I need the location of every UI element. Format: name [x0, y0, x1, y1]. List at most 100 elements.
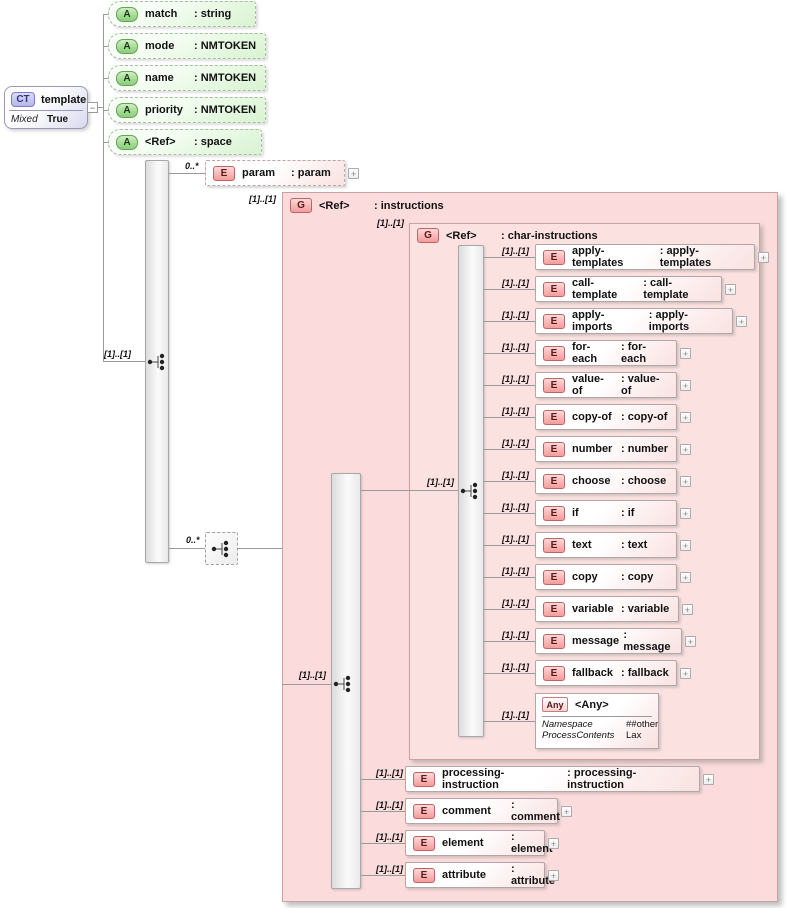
occurrence-label: [1]..[1]	[502, 310, 529, 320]
expand-button[interactable]: +	[548, 838, 559, 849]
mixed-value: True	[47, 114, 69, 125]
expand-button[interactable]: +	[682, 604, 693, 615]
optional-group-compositor[interactable]	[205, 532, 238, 565]
element-name: processing-instruction	[442, 767, 505, 791]
element-box-param[interactable]: E param : param	[205, 160, 345, 186]
element-box-copy-of[interactable]: E copy-of : copy-of	[535, 404, 677, 430]
element-type: : call-template	[643, 277, 689, 301]
group-badge: G	[290, 198, 312, 213]
divider	[542, 716, 652, 717]
element-box-message[interactable]: E message : message	[535, 628, 682, 654]
expand-button[interactable]: +	[548, 870, 559, 881]
element-name: copy	[572, 571, 598, 583]
connector-line	[484, 545, 535, 546]
element-box-apply-templates[interactable]: E apply-templates : apply-templates	[535, 244, 755, 270]
occurrence-label: [1]..[1]	[502, 502, 529, 512]
element-name: variable	[572, 603, 614, 615]
connector-line	[103, 361, 147, 362]
expand-button[interactable]: +	[725, 284, 736, 295]
element-name: value-of	[572, 373, 604, 397]
expand-button[interactable]: +	[680, 540, 691, 551]
element-box-element[interactable]: E element : element	[405, 830, 553, 856]
element-box-variable[interactable]: E variable : variable	[535, 596, 679, 622]
expand-button[interactable]: +	[685, 636, 696, 647]
attribute-box-name[interactable]: A name : NMTOKEN	[108, 65, 266, 91]
connector-line	[484, 289, 535, 290]
choice-compositor-icon[interactable]	[460, 482, 482, 500]
expand-button[interactable]: +	[703, 774, 714, 785]
element-type: : message	[623, 629, 671, 653]
element-box-if[interactable]: E if : if	[535, 500, 677, 526]
group-badge: G	[417, 228, 439, 243]
sequence-compositor-icon[interactable]	[333, 675, 355, 693]
any-wildcard-box[interactable]: Any <Any> Namespace ##other ProcessConte…	[535, 693, 659, 749]
expand-button[interactable]: +	[680, 476, 691, 487]
element-badge: E	[413, 803, 435, 819]
group-header-char-instructions: G <Ref> : char-instructions	[417, 228, 598, 243]
element-box-choose[interactable]: E choose : choose	[535, 468, 677, 494]
expand-button[interactable]: +	[561, 806, 572, 817]
element-box-for-each[interactable]: E for-each : for-each	[535, 340, 677, 366]
element-type: : attribute	[511, 863, 555, 887]
divider	[9, 110, 83, 111]
expand-button[interactable]: +	[680, 668, 691, 679]
attribute-badge: A	[116, 134, 138, 150]
connector-line	[96, 107, 103, 108]
expand-button[interactable]: +	[736, 316, 747, 327]
element-box-call-template[interactable]: E call-template : call-template	[535, 276, 722, 302]
expand-button[interactable]: +	[680, 380, 691, 391]
group-ref: <Ref>	[319, 199, 350, 212]
element-name: param	[242, 167, 276, 179]
element-box-number[interactable]: E number : number	[535, 436, 677, 462]
attribute-box-mode[interactable]: A mode : NMTOKEN	[108, 33, 266, 59]
element-badge: E	[543, 473, 565, 489]
expand-button[interactable]: +	[680, 572, 691, 583]
element-badge: E	[543, 377, 565, 393]
occurrence-label: [1]..[1]	[376, 864, 403, 874]
occurrence-label: [1]..[1]	[502, 438, 529, 448]
element-box-value-of[interactable]: E value-of : value-of	[535, 372, 677, 398]
element-name: text	[572, 539, 592, 551]
complex-type-box-template[interactable]: CT template Mixed True	[4, 86, 88, 129]
group-type: : instructions	[374, 199, 444, 212]
attribute-box-match[interactable]: A match : string	[108, 1, 256, 27]
attribute-badge: A	[116, 70, 138, 86]
element-box-attribute[interactable]: E attribute : attribute	[405, 862, 555, 888]
connector-line	[238, 548, 282, 549]
expand-button[interactable]: +	[680, 444, 691, 455]
connector-line	[484, 641, 535, 642]
attribute-name: mode	[145, 40, 175, 52]
collapse-button[interactable]: −	[87, 102, 98, 113]
occurrence-label: [1]..[1]	[502, 534, 529, 544]
connector-line	[361, 490, 460, 491]
occurrence-label: [1]..[1]	[376, 768, 403, 778]
element-badge: E	[543, 345, 565, 361]
sequence-compositor-icon[interactable]	[147, 353, 169, 371]
expand-button[interactable]: +	[348, 168, 359, 179]
element-name: for-each	[572, 341, 598, 365]
connector-line	[484, 513, 535, 514]
connector-line	[103, 142, 109, 143]
attribute-type: : NMTOKEN	[194, 72, 257, 84]
element-box-fallback[interactable]: E fallback : fallback	[535, 660, 677, 686]
connector-line	[484, 609, 535, 610]
occurrence-label: [1]..[1]	[502, 630, 529, 640]
attribute-box-priority[interactable]: A priority : NMTOKEN	[108, 97, 266, 123]
element-box-processing-instruction[interactable]: E processing-instruction : processing-in…	[405, 766, 700, 792]
element-box-apply-imports[interactable]: E apply-imports : apply-imports	[535, 308, 733, 334]
any-processcontents-label: ProcessContents	[542, 730, 615, 741]
attribute-type: : space	[194, 136, 232, 148]
expand-button[interactable]: +	[680, 508, 691, 519]
element-name: element	[442, 837, 484, 849]
attribute-box-space-ref[interactable]: A <Ref> : space	[108, 129, 262, 155]
group-ref: <Ref>	[446, 229, 477, 242]
element-box-text[interactable]: E text : text	[535, 532, 677, 558]
element-box-copy[interactable]: E copy : copy	[535, 564, 677, 590]
element-box-comment[interactable]: E comment : comment	[405, 798, 560, 824]
expand-button[interactable]: +	[758, 252, 769, 263]
attribute-type: : NMTOKEN	[194, 40, 257, 52]
expand-button[interactable]: +	[680, 412, 691, 423]
expand-button[interactable]: +	[680, 348, 691, 359]
connector-line	[484, 257, 535, 258]
